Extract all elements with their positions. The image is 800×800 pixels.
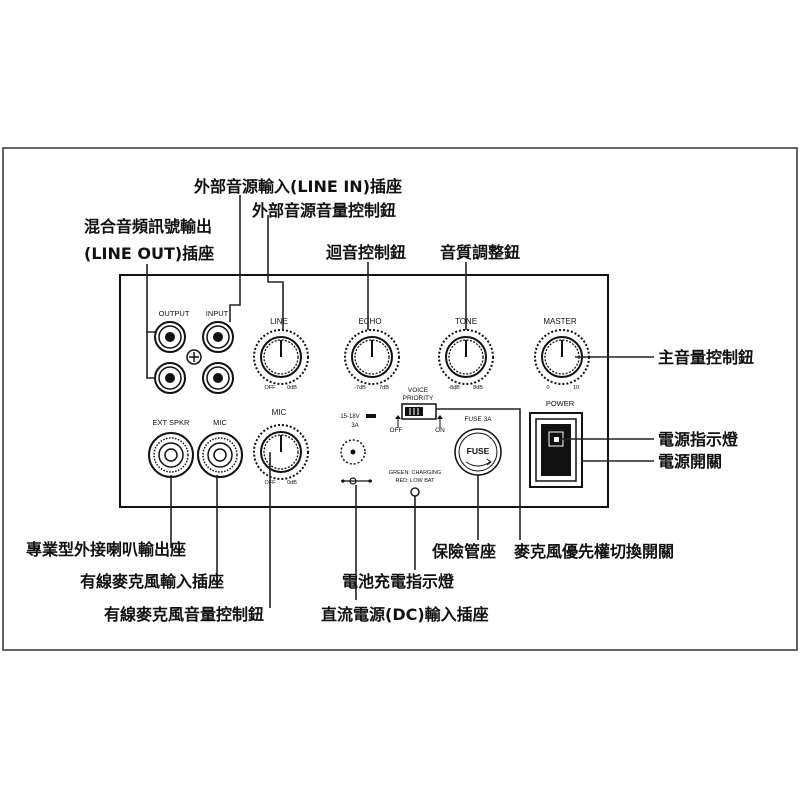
mic-knob-max: 0dB — [287, 480, 297, 486]
mic-knob-label: MIC — [272, 408, 287, 417]
voice-label: VOICE — [408, 387, 429, 394]
fuse-cap-label: FUSE — [467, 446, 490, 456]
charge-red-text: RED: LOW BAT — [395, 478, 435, 484]
master-knob-min: 0 — [546, 385, 549, 391]
line-knob-label: LINE — [270, 317, 288, 326]
line-in-jack-top[interactable] — [202, 321, 234, 353]
mic-jack[interactable]: MIC — [197, 418, 243, 478]
callout-line-in-jack: 外部音源輸入(LINE IN)插座 — [193, 177, 402, 196]
output-label: OUTPUT — [159, 309, 190, 318]
tone-knob-max: 8dB — [473, 385, 483, 391]
callout-tone: 音質調整鈕 — [440, 243, 520, 262]
callout-texts: 外部音源輸入(LINE IN)插座 外部音源音量控制鈕 混合音頻訊號輸出 (LI… — [26, 177, 754, 624]
charge-indicator: GREEN: CHARGING RED: LOW BAT — [389, 470, 441, 484]
callout-echo: 迴音控制鈕 — [325, 243, 406, 262]
switch-off-label: OFF — [390, 427, 403, 434]
line-out-jack-bottom[interactable] — [154, 362, 186, 394]
input-label: INPUT — [206, 309, 229, 318]
output-input-jacks: OUTPUT INPUT — [154, 309, 234, 394]
mic-knob[interactable]: MIC OFF 0dB — [253, 408, 309, 486]
leader-lines — [146, 195, 654, 608]
line-knob[interactable]: LINE OFF 0dB — [253, 317, 309, 391]
voice-priority-switch[interactable]: VOICE PRIORITY OFF ON — [390, 387, 446, 434]
echo-knob-min: -7dB — [354, 385, 366, 391]
callout-ext-speaker: 專業型外接喇叭輸出座 — [26, 540, 186, 559]
callout-line-volume: 外部音源音量控制鈕 — [251, 201, 396, 220]
switch-on-label: ON — [435, 427, 445, 434]
ext-spkr-label: EXT SPKR — [153, 418, 191, 427]
jack-screw-icon — [186, 349, 202, 365]
priority-label: PRIORITY — [403, 395, 434, 402]
callout-dc-jack: 直流電源(DC)輸入插座 — [321, 605, 489, 624]
dc-input-jack[interactable]: 15-18V 3A — [340, 414, 376, 485]
mic-jack-label: MIC — [213, 418, 227, 427]
callout-charge-indicator: 電池充電指示燈 — [342, 572, 455, 591]
master-knob-label: MASTER — [543, 317, 577, 326]
callout-mic-volume: 有線麥克風音量控制鈕 — [104, 605, 264, 624]
power-switch[interactable]: POWER — [529, 399, 583, 488]
echo-knob-max: 7dB — [379, 385, 389, 391]
callout-fuse: 保險管座 — [431, 542, 496, 561]
line-in-jack-bottom[interactable] — [202, 362, 234, 394]
callout-power-indicator: 電源指示燈 — [658, 430, 739, 449]
tone-knob-min: -8dB — [448, 385, 460, 391]
callout-voice-priority: 麥克風優先權切換開關 — [513, 542, 674, 561]
master-knob-max: 10 — [573, 385, 579, 391]
dc-spec-voltage: 15-18V — [340, 414, 359, 420]
power-label: POWER — [546, 399, 575, 408]
outer-frame — [2, 147, 798, 651]
line-knob-min: OFF — [265, 385, 277, 391]
echo-knob[interactable]: ECHO -7dB 7dB — [344, 317, 400, 391]
dc-spec-current: 3A — [351, 423, 358, 429]
fuse-holder[interactable]: FUSE 3A FUSE — [454, 416, 502, 476]
fuse-rating-label: FUSE 3A — [464, 416, 492, 423]
callout-mic-jack: 有線麥克風輸入插座 — [80, 572, 224, 591]
line-out-jack-top[interactable] — [154, 321, 186, 353]
power-indicator-light — [554, 437, 559, 442]
callout-power-switch: 電源開關 — [658, 452, 722, 471]
echo-knob-label: ECHO — [358, 317, 381, 326]
callout-line-out-1: 混合音頻訊號輸出 — [84, 217, 212, 236]
callout-master: 主音量控制鈕 — [658, 348, 754, 367]
callout-line-out-2: (LINE OUT)插座 — [84, 244, 214, 263]
charge-green-text: GREEN: CHARGING — [389, 470, 441, 476]
line-knob-max: 0dB — [287, 385, 297, 391]
